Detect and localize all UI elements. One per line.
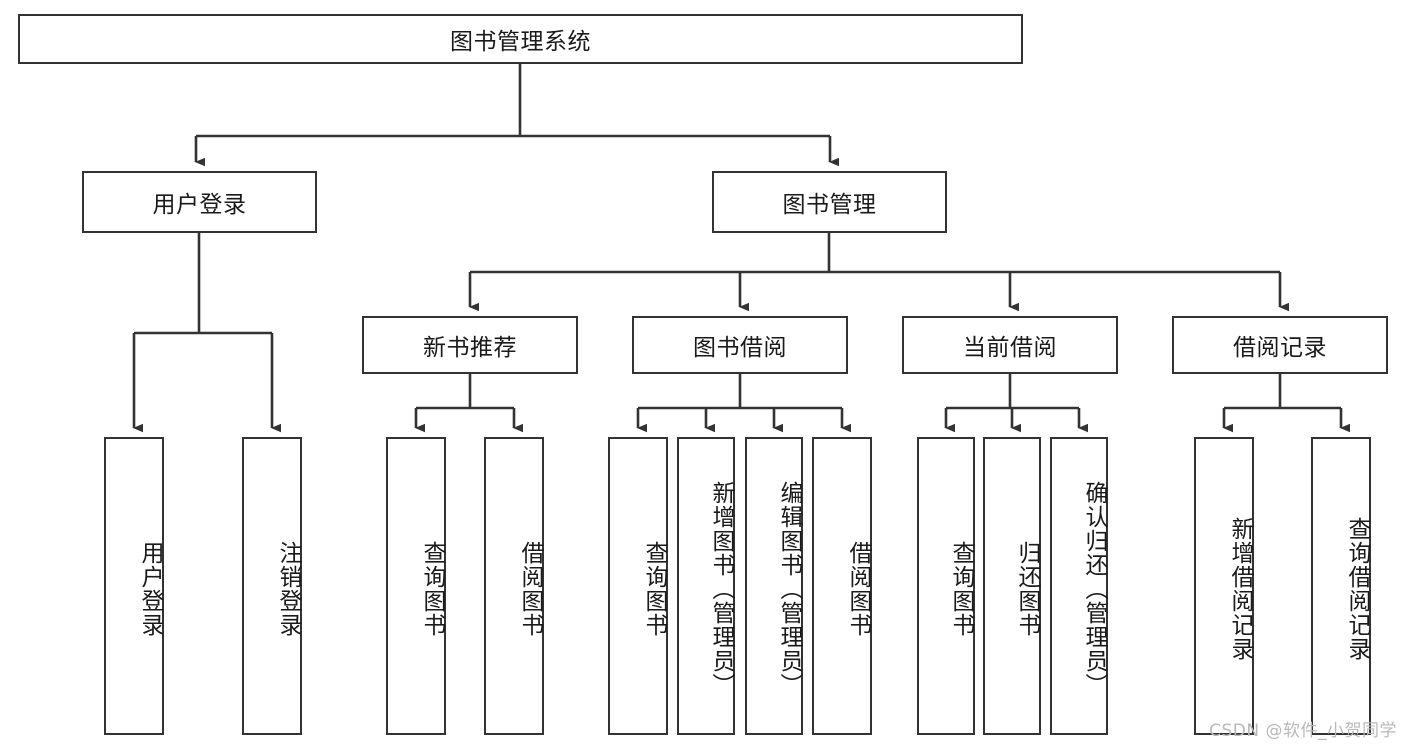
- leaf-add-borrow-record-label: 新增借阅记录: [1227, 517, 1253, 661]
- leaf-add-book-label: 新增图书（管理员）: [708, 481, 734, 697]
- node-new-book-recommend[interactable]: 新书推荐: [362, 316, 578, 374]
- node-book-management-label: 图书管理: [782, 192, 877, 218]
- node-book-borrow-label: 图书借阅: [693, 335, 787, 361]
- leaf-borrow-book-recommend[interactable]: 借阅图书: [484, 437, 544, 735]
- leaf-logout[interactable]: 注销登录: [242, 437, 302, 735]
- leaf-confirm-return-label: 确认归还（管理员）: [1081, 481, 1107, 697]
- leaf-add-book[interactable]: 新增图书（管理员）: [677, 437, 735, 735]
- leaf-borrow-book-label: 借阅图书: [845, 541, 871, 637]
- leaf-query-borrow-record-label: 查询借阅记录: [1344, 517, 1370, 661]
- leaf-return-book[interactable]: 归还图书: [983, 437, 1041, 735]
- node-book-borrow[interactable]: 图书借阅: [632, 316, 848, 374]
- node-user-login-label: 用户登录: [152, 192, 247, 218]
- leaf-query-book-borrow[interactable]: 查询图书: [608, 437, 668, 735]
- leaf-query-book-current-label: 查询图书: [948, 541, 974, 637]
- leaf-query-book-borrow-label: 查询图书: [641, 541, 667, 637]
- node-current-borrow[interactable]: 当前借阅: [902, 316, 1118, 374]
- csdn-watermark: CSDN @软件_小贺同学: [1209, 721, 1397, 741]
- leaf-borrow-book[interactable]: 借阅图书: [812, 437, 872, 735]
- node-root-label: 图书管理系统: [450, 29, 591, 55]
- leaf-logout-label: 注销登录: [275, 541, 301, 637]
- leaf-edit-book-label: 编辑图书（管理员）: [776, 481, 802, 697]
- leaf-query-book-recommend-label: 查询图书: [419, 541, 445, 637]
- leaf-user-login-label: 用户登录: [137, 541, 163, 637]
- node-borrow-records[interactable]: 借阅记录: [1172, 316, 1388, 374]
- leaf-return-book-label: 归还图书: [1014, 541, 1040, 637]
- node-user-login[interactable]: 用户登录: [82, 171, 317, 233]
- node-new-book-recommend-label: 新书推荐: [423, 335, 517, 361]
- leaf-confirm-return[interactable]: 确认归还（管理员）: [1050, 437, 1108, 735]
- node-current-borrow-label: 当前借阅: [963, 335, 1057, 361]
- leaf-query-borrow-record[interactable]: 查询借阅记录: [1311, 437, 1371, 735]
- leaf-edit-book[interactable]: 编辑图书（管理员）: [745, 437, 803, 735]
- node-root[interactable]: 图书管理系统: [18, 14, 1023, 64]
- leaf-add-borrow-record[interactable]: 新增借阅记录: [1194, 437, 1254, 735]
- node-book-management[interactable]: 图书管理: [712, 171, 947, 233]
- leaf-query-book-current[interactable]: 查询图书: [917, 437, 975, 735]
- leaf-query-book-recommend[interactable]: 查询图书: [386, 437, 446, 735]
- node-borrow-records-label: 借阅记录: [1233, 335, 1327, 361]
- leaf-user-login[interactable]: 用户登录: [104, 437, 164, 735]
- leaf-borrow-book-recommend-label: 借阅图书: [517, 541, 543, 637]
